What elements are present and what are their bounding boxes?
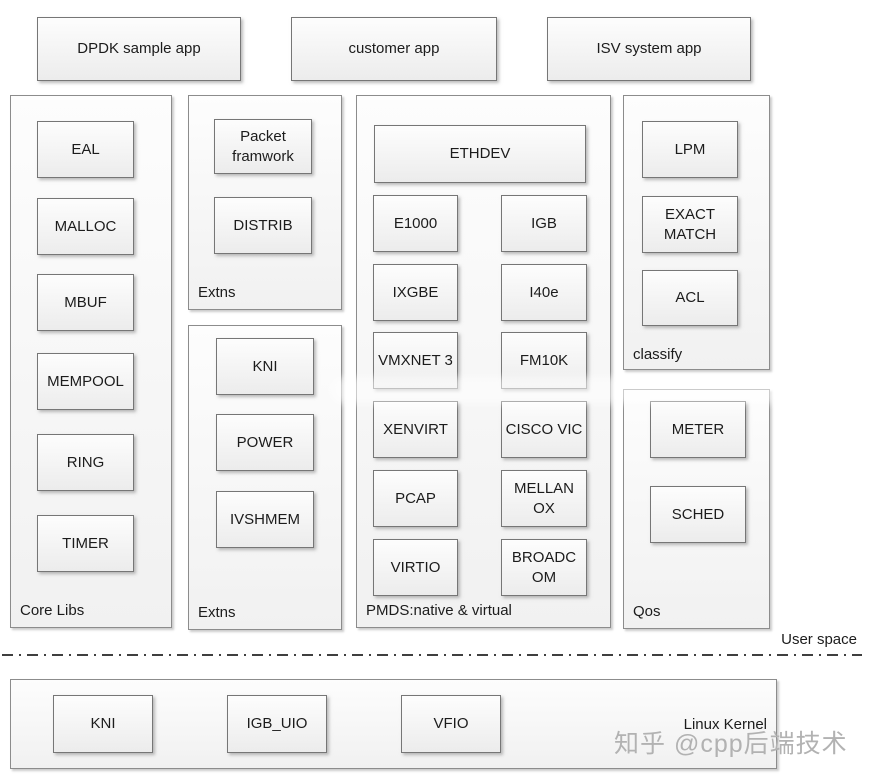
panel-label-core-libs: Core Libs [20,602,85,619]
app-box-dpdk-sample: DPDK sample app [37,17,241,81]
node-ixgbe: IXGBE [373,264,458,321]
node-mempool: MEMPOOL [37,353,134,410]
node-packet-framework: Packet framwork [214,119,312,174]
node-xenvirt: XENVIRT [373,401,458,458]
node-sched: SCHED [650,486,746,543]
node-igb: IGB [501,195,587,252]
node-mbuf: MBUF [37,274,134,331]
panel-label-qos: Qos [633,603,661,620]
panel-label-pmds: PMDS:native & virtual [366,602,512,619]
panel-label-extns-bottom: Extns [198,604,236,621]
node-cisco-vic: CISCO VIC [501,401,587,458]
node-lpm: LPM [642,121,738,178]
node-ivshmem: IVSHMEM [216,491,314,548]
node-malloc: MALLOC [37,198,134,255]
panel-classify: LPM EXACT MATCH ACL classify [623,95,770,370]
node-kernel-kni: KNI [53,695,153,753]
panel-linux-kernel: KNI IGB_UIO VFIO Linux Kernel [10,679,777,769]
node-acl: ACL [642,270,738,326]
user-space-label: User space [781,631,857,648]
panel-pmds: ETHDEV E1000 IXGBE VMXNET 3 XENVIRT PCAP… [356,95,611,628]
node-kernel-vfio: VFIO [401,695,501,753]
node-pcap: PCAP [373,470,458,527]
node-ring: RING [37,434,134,491]
node-exact-match: EXACT MATCH [642,196,738,253]
node-distrib: DISTRIB [214,197,312,254]
node-i40e: I40e [501,264,587,321]
node-e1000: E1000 [373,195,458,252]
node-broadcom: BROADC OM [501,539,587,596]
node-eal: EAL [37,121,134,178]
node-ethdev: ETHDEV [374,125,586,183]
app-box-customer: customer app [291,17,497,81]
node-power: POWER [216,414,314,471]
panel-label-classify: classify [633,346,683,363]
panel-qos: METER SCHED Qos [623,389,770,629]
linux-kernel-label: Linux Kernel [683,716,767,733]
watermark-ghost [330,377,828,404]
node-virtio: VIRTIO [373,539,458,596]
user-kernel-divider-line [2,654,862,656]
node-kernel-igb-uio: IGB_UIO [227,695,327,753]
zhihu-watermark: 知乎 @cpp后端技术 [614,730,848,758]
panel-core-libs: EAL MALLOC MBUF MEMPOOL RING TIMER Core … [10,95,172,628]
node-mellanox: MELLAN OX [501,470,587,527]
panel-extns-bottom: KNI POWER IVSHMEM Extns [188,325,342,630]
panel-extns-top: Packet framwork DISTRIB Extns [188,95,342,310]
app-box-isv-system: ISV system app [547,17,751,81]
node-timer: TIMER [37,515,134,572]
node-meter: METER [650,401,746,458]
node-kni: KNI [216,338,314,395]
panel-label-extns-top: Extns [198,284,236,301]
